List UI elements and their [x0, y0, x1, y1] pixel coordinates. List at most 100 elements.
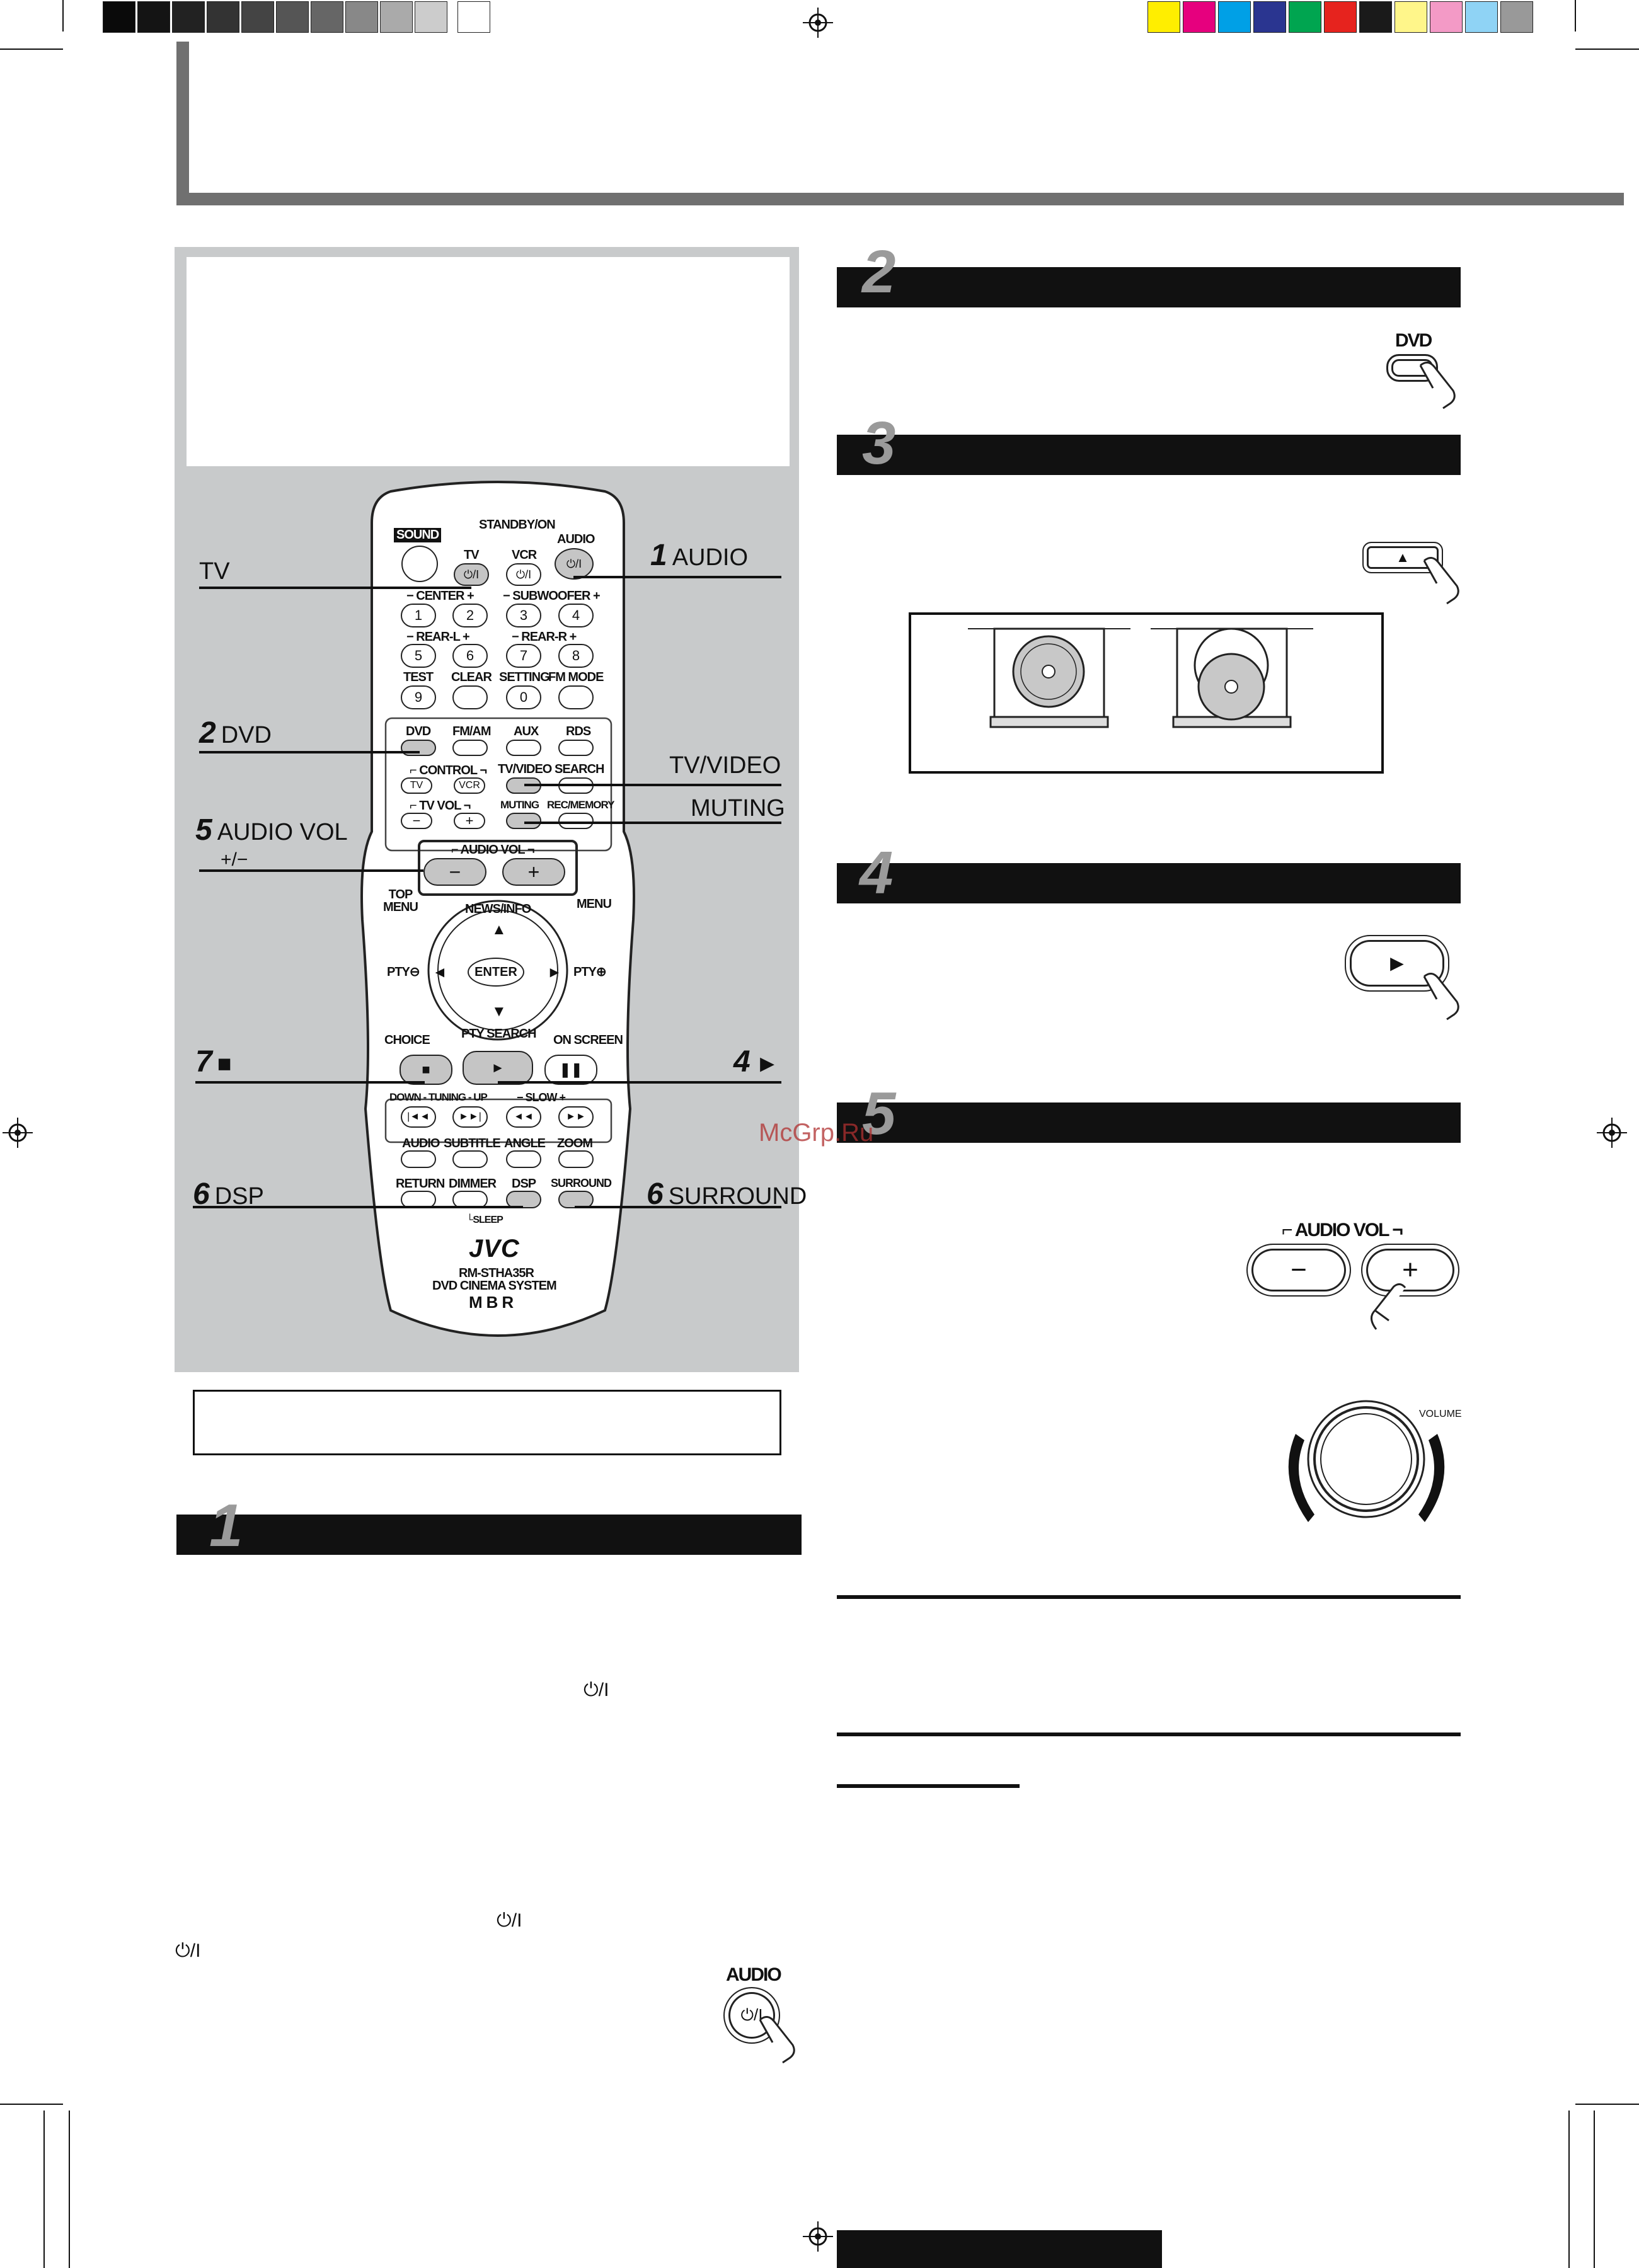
standby-on-label: STANDBY/ON	[479, 518, 556, 532]
setting-label: SETTING	[499, 670, 550, 684]
remote-control-body	[360, 481, 635, 1337]
callout-stop: 7■	[195, 1045, 232, 1079]
muting-label: MUTING	[500, 799, 539, 811]
subtitle-button[interactable]	[452, 1150, 488, 1168]
leader-play	[498, 1081, 781, 1084]
registration-mark-left	[3, 1118, 33, 1148]
rds-button[interactable]	[558, 740, 594, 756]
dvd-button-illustration-label: DVD	[1395, 330, 1432, 351]
tv-power-label: TV	[464, 548, 480, 562]
leader-audio	[573, 576, 781, 578]
audio-vol-minus-button[interactable]: −	[423, 858, 486, 886]
audio-button-illustration-label: AUDIO	[726, 1964, 782, 1985]
header-frame-bottom-bar	[176, 193, 1624, 205]
pty-plus-label: PTY⊕	[573, 965, 607, 979]
enter-button[interactable]: ENTER	[468, 958, 524, 987]
digit-1-button[interactable]: 1	[401, 604, 436, 627]
digit-0-button[interactable]: 0	[506, 685, 541, 709]
divider-rule-1	[837, 1595, 1461, 1599]
aux-button[interactable]	[506, 740, 541, 756]
dsp-label: DSP	[512, 1177, 536, 1191]
audio-button[interactable]	[401, 1150, 436, 1168]
tv-vol-label: ⌐ TV VOL ¬	[410, 799, 471, 813]
sound-button[interactable]	[401, 546, 438, 582]
digit-7-button[interactable]: 7	[506, 644, 541, 668]
news-info-label: NEWS/INFO	[465, 902, 531, 916]
muting-button[interactable]	[506, 813, 541, 829]
dvd-button[interactable]	[401, 740, 436, 756]
control-label: ⌐ CONTROL ¬	[410, 764, 487, 777]
finger-icon-eject	[1423, 557, 1459, 605]
divider-rule-2	[837, 1732, 1461, 1736]
control-tv-button[interactable]: TV	[401, 777, 432, 794]
pty-search-label: PTY SEARCH	[461, 1027, 537, 1041]
digit-2-button[interactable]: 2	[452, 604, 488, 627]
skip-forward-button[interactable]: ►►|	[452, 1106, 488, 1128]
tv-power-button[interactable]: ⏻/I	[454, 563, 489, 586]
remote-panel-text-box	[187, 257, 790, 466]
return-button[interactable]	[401, 1191, 436, 1208]
watermark: McGrp.Ru	[759, 1119, 874, 1147]
leader-surround	[575, 1206, 781, 1208]
rear-r-label: − REAR-R +	[512, 630, 577, 644]
tv-vol-plus-button[interactable]: +	[454, 813, 485, 829]
slow-label: − SLOW +	[517, 1091, 566, 1104]
stop-button[interactable]: ■	[400, 1055, 452, 1085]
vcr-power-button[interactable]: ⏻/I	[506, 563, 541, 586]
audio-vol-label: ⌐ AUDIO VOL ¬	[451, 843, 535, 857]
audio-power-label: AUDIO	[557, 532, 595, 546]
disc-tray-open	[1151, 627, 1313, 728]
left-arrow[interactable]: ◄	[432, 964, 447, 981]
volume-knob-label: VOLUME	[1419, 1409, 1462, 1419]
dsp-button[interactable]	[506, 1191, 541, 1208]
clear-label: CLEAR	[451, 670, 492, 684]
angle-button[interactable]	[506, 1150, 541, 1168]
vcr-power-label: VCR	[512, 548, 537, 562]
play-button[interactable]: ►	[463, 1051, 533, 1085]
pty-minus-label: PTY⊖	[387, 965, 420, 979]
dimmer-button[interactable]	[452, 1191, 488, 1208]
digit-6-button[interactable]: 6	[452, 644, 488, 668]
step-5-bar	[837, 1102, 1461, 1143]
leader-stop	[195, 1081, 425, 1084]
clear-button[interactable]	[452, 685, 488, 709]
digit-8-button[interactable]: 8	[558, 644, 594, 668]
digit-9-button[interactable]: 9	[401, 685, 436, 709]
skip-back-button[interactable]: |◄◄	[401, 1106, 436, 1128]
tv-vol-minus-button[interactable]: −	[401, 813, 432, 829]
digit-5-button[interactable]: 5	[401, 644, 436, 668]
slow-back-button[interactable]: ◄◄	[506, 1106, 541, 1128]
callout-tv-video: TV/VIDEO	[669, 752, 781, 779]
fm-mode-button[interactable]	[558, 685, 594, 709]
sleep-label: └SLEEP	[466, 1215, 503, 1225]
choice-label: CHOICE	[384, 1033, 430, 1047]
step-2-number: 2	[862, 238, 896, 306]
up-arrow[interactable]: ▲	[492, 921, 507, 938]
test-label: TEST	[403, 670, 434, 684]
audio-vol-plus-button[interactable]: +	[502, 858, 565, 886]
leader-dsp	[193, 1206, 523, 1208]
zoom-button[interactable]	[558, 1150, 594, 1168]
fm-am-button[interactable]	[452, 740, 488, 756]
down-arrow[interactable]: ▼	[492, 1003, 507, 1020]
on-screen-label: ON SCREEN	[553, 1033, 623, 1047]
audio-power-button[interactable]: ⏻/I	[555, 548, 594, 580]
step-5-number: 5	[862, 1080, 896, 1147]
right-arrow[interactable]: ►	[547, 964, 562, 981]
control-vcr-button[interactable]: VCR	[454, 777, 485, 794]
leader-dvd	[199, 751, 420, 753]
zoom-label: ZOOM	[557, 1137, 593, 1150]
audio-label: AUDIO	[402, 1137, 440, 1150]
finger-icon-audio	[759, 2016, 795, 2064]
audio-vol-illustration-label: ⌐ AUDIO VOL ¬	[1282, 1220, 1403, 1240]
slow-forward-button[interactable]: ►►	[558, 1106, 594, 1128]
rec-memory-button[interactable]	[558, 813, 594, 829]
digit-3-button[interactable]: 3	[506, 604, 541, 627]
search-label: SEARCH	[555, 762, 604, 776]
surround-label: SURROUND	[551, 1177, 612, 1189]
step-3-bar	[837, 435, 1461, 475]
digit-4-button[interactable]: 4	[558, 604, 594, 627]
pause-button[interactable]: ❚❚	[544, 1055, 597, 1085]
